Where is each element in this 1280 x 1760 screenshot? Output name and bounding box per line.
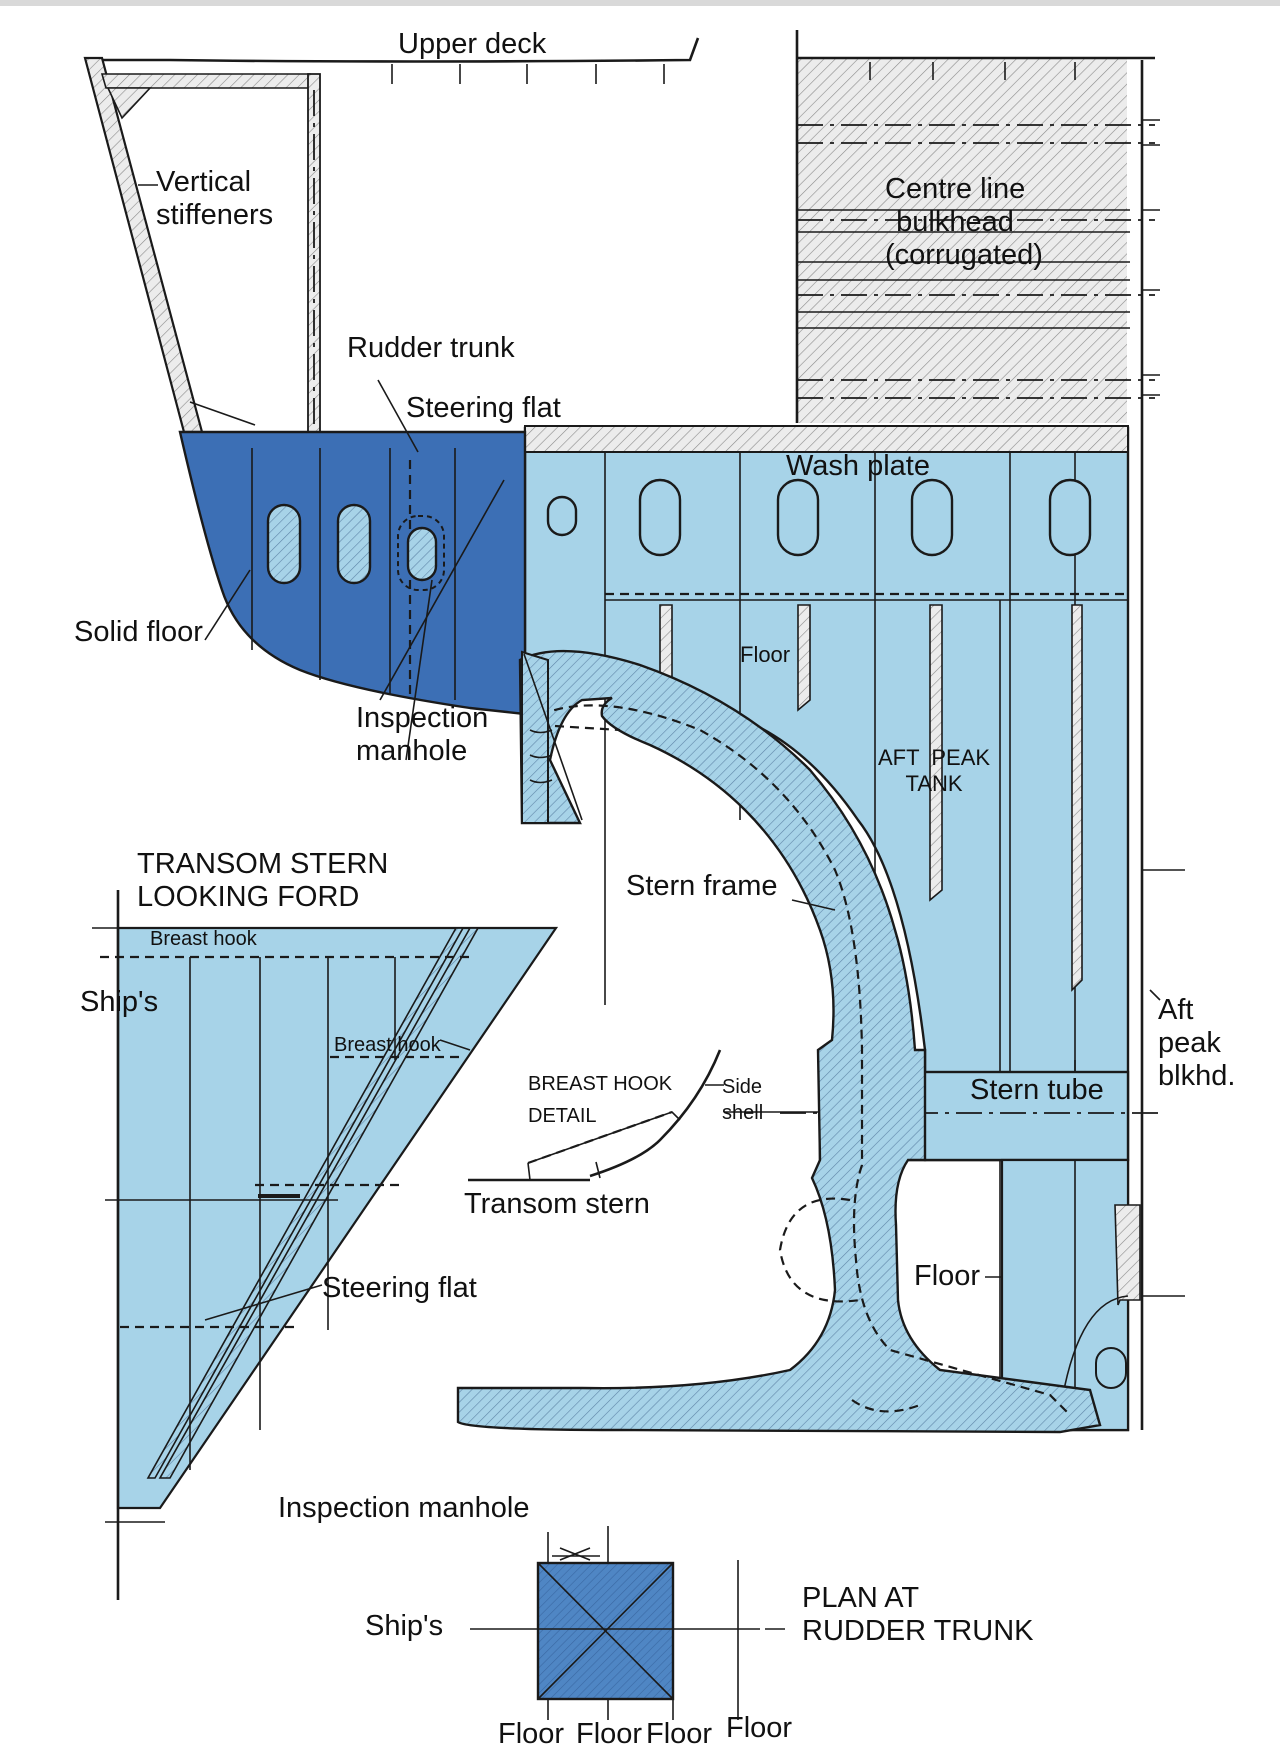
upper-deck-line [85,37,700,63]
label-breast-hook-top: Breast hook [150,928,257,950]
centre-line-bulkhead [795,30,1185,1430]
label-floor-upper: Floor [740,642,791,667]
label-upper-deck: Upper deck [398,28,547,60]
label-ships-cl-plan: Ship's [365,1610,444,1642]
label-centre-line-bulkhead: Centre line bulkhead (corrugated) [885,173,1043,271]
breast-hook-detail [468,1049,820,1182]
label-stern-frame: Stern frame [626,870,778,902]
label-plan-title: PLAN AT RUDDER TRUNK [802,1582,1034,1647]
label-vertical-stiffeners: Vertical stiffeners [156,166,274,231]
label-aft-peak-tank: AFT PEAK TANK [878,745,991,796]
plan-rudder-trunk [470,1526,785,1720]
upper-deck-ticks [391,64,665,84]
label-breast-hook-mid: Breast hook [334,1034,441,1056]
label-wash-plate: Wash plate [786,450,930,482]
upper-stern-structure [83,37,700,434]
steering-flat-bracket-line [189,401,256,426]
stern-shell-plate [83,56,204,434]
label-inspection-manhole-upper: Inspection manhole [356,702,489,767]
solid-floor-region [178,430,527,716]
label-steering-flat-top: Steering flat [406,392,561,424]
solid-floor-frames [251,448,456,700]
label-floor-lower: Floor [914,1260,981,1292]
solid-floor-holes [266,503,438,585]
corrugation-centre-lines [797,124,1155,399]
label-side-shell: Side shell [722,1076,764,1124]
deck-strip [100,73,311,89]
stern-frame [456,649,1102,1434]
label-floor-plan-4: Floor [726,1712,793,1744]
label-steering-flat-lower: Steering flat [322,1272,477,1304]
label-floor-plan-1: Floor [498,1718,565,1750]
label-breast-hook-detail: BREAST HOOK DETAIL [528,1073,673,1127]
label-transom-title: TRANSOM STERN LOOKING FORD [137,848,389,913]
leader-lines [204,379,1161,1278]
deck-bracket [106,87,152,120]
label-aft-peak-blkhd: Aft peak blkhd. [1158,994,1236,1092]
wash-plate-holes [546,478,1092,557]
label-ships-cl-left: Ship's [80,986,159,1018]
label-floor-plan-3: Floor [646,1718,713,1750]
label-stern-tube: Stern tube [970,1074,1104,1106]
transom-stern-view [92,890,559,1600]
label-solid-floor: Solid floor [74,616,203,648]
label-transom-stern: Transom stern [464,1188,650,1220]
label-floor-plan-2: Floor [576,1718,643,1750]
label-inspection-manhole-plan: Inspection manhole [278,1492,530,1524]
label-rudder-trunk: Rudder trunk [347,332,515,364]
